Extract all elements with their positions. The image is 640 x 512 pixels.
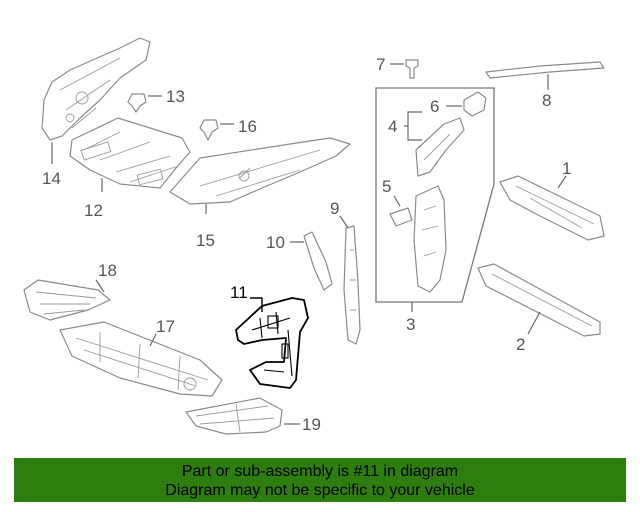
callout-2: 2 — [516, 335, 525, 354]
callout-8: 8 — [542, 91, 551, 110]
leader-5 — [393, 195, 401, 207]
leader-2 — [527, 311, 541, 335]
callout-11: 11 — [230, 283, 248, 302]
banner-line-1: Part or sub-assembly is #11 in diagram — [181, 463, 459, 480]
banner-line-2: Diagram may not be specific to your vehi… — [165, 482, 475, 499]
part-15-shield — [169, 137, 351, 205]
info-banner: Part or sub-assembly is #11 in diagram D… — [14, 458, 626, 502]
callout-17: 17 — [156, 317, 175, 336]
callout-19: 19 — [302, 415, 321, 434]
part-6-cap — [463, 91, 487, 117]
part-12-lower-cover — [69, 117, 191, 189]
part-3-support — [413, 185, 447, 293]
callout-14: 14 — [42, 169, 61, 188]
part-4-bracket — [415, 117, 465, 177]
callout-15: 15 — [196, 231, 215, 250]
part-7-bolt — [405, 59, 419, 79]
callout-16: 16 — [238, 117, 257, 136]
callout-1: 1 — [562, 159, 571, 178]
part-8-upper-bar — [485, 61, 605, 79]
callout-13: 13 — [166, 87, 185, 106]
callout-10: 10 — [266, 233, 285, 252]
leader-17 — [149, 333, 157, 347]
part-14-shroud-panel — [41, 37, 151, 141]
callout-5: 5 — [382, 177, 391, 196]
part-19-cover — [185, 397, 283, 435]
callout-4: 4 — [388, 117, 397, 136]
part-17-under-cover — [59, 321, 223, 397]
leader-4 — [404, 111, 422, 141]
parts-diagram: 14 12 13 16 15 7 8 3 6 — [23, 37, 605, 435]
callout-12: 12 — [84, 201, 103, 220]
callout-6: 6 — [430, 97, 439, 116]
part-5-clip — [389, 207, 413, 227]
part-13-clip — [127, 93, 147, 113]
part-18-cover — [23, 279, 111, 321]
part-16-clip — [199, 119, 219, 141]
callout-9: 9 — [330, 199, 339, 218]
leader-11 — [250, 297, 263, 312]
part-2-bracket — [477, 263, 601, 337]
callout-7: 7 — [376, 55, 385, 74]
part-9-rail — [343, 225, 361, 345]
part-1-bracket — [499, 175, 605, 241]
leader-9 — [339, 215, 349, 229]
callout-3: 3 — [406, 315, 415, 334]
assembly-3-box — [375, 87, 495, 303]
leader-1 — [557, 175, 567, 189]
part-11-bracket-highlighted — [235, 297, 309, 389]
callout-18: 18 — [98, 261, 117, 280]
leader-18 — [95, 279, 105, 293]
part-10-bracket — [303, 231, 333, 291]
